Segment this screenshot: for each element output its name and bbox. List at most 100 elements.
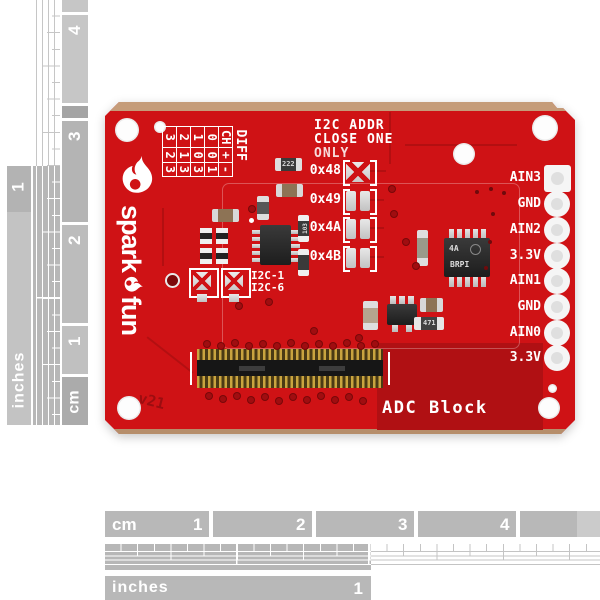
via [355, 334, 363, 342]
via [331, 396, 339, 404]
vertical-resistor-103: 103 [298, 215, 309, 242]
vertical-capacitor [417, 230, 428, 266]
pin-label-ain1: AIN1 [509, 273, 541, 288]
brand-text-end: fun [116, 296, 147, 336]
diff-cell: 3 [162, 162, 177, 177]
header-pad-square [544, 165, 571, 192]
via-dot [488, 240, 492, 244]
via [235, 302, 243, 310]
addr-jumper-0x4A-pad [360, 219, 370, 239]
bottom-ruler-cm3-block: 3 [316, 511, 414, 537]
bottom-ruler-inch-label-1: 1 [353, 579, 363, 598]
addr-jumper-0x49-pad [360, 191, 370, 211]
header-pad [544, 345, 570, 371]
ic-lead [408, 296, 414, 305]
trace [370, 227, 384, 229]
ic-lead [252, 237, 261, 241]
trace [370, 256, 384, 258]
addr-jumper-0x4B-pad [346, 248, 356, 268]
resistor-222: 222 [275, 158, 302, 171]
left-ruler-cm-unit-block [62, 377, 88, 425]
fiducial-hole [548, 384, 557, 393]
ground-pour-region [377, 343, 543, 430]
bottom-ruler-cm5-partial [520, 511, 577, 537]
left-ruler-inches-unit: inches [10, 351, 27, 409]
ic-lead [252, 230, 261, 234]
via [205, 392, 213, 400]
connector-pins-bottom [197, 376, 383, 388]
bottom-ruler-cm-label-3: 3 [398, 515, 408, 534]
diff-cell: 3 [176, 162, 191, 177]
board-top-edge [105, 102, 575, 111]
via [231, 339, 239, 347]
addr-jumper-label-0x49: 0x49 [309, 192, 341, 207]
via [357, 342, 365, 350]
mounting-hole [117, 396, 141, 420]
via [219, 395, 227, 403]
ic-lead [481, 229, 486, 240]
jumper-bracket [343, 160, 350, 186]
via [273, 342, 281, 350]
connector-body [197, 360, 383, 377]
small-component [216, 248, 228, 264]
adc-ic-marking-line1: 4A [449, 244, 459, 253]
sparkfun-flame-icon [117, 152, 157, 196]
diff-table: DIFF CH + - 0 0 1 1 0 [151, 126, 248, 212]
left-ruler-cm-label-4: 4 [65, 25, 84, 35]
addr-jumper-0x4A-pad [346, 219, 356, 239]
left-ruler-cm4-block [62, 15, 88, 103]
ic-lead [291, 258, 300, 262]
via [261, 393, 269, 401]
ic-lead [449, 276, 454, 287]
small-component [216, 228, 228, 244]
ic-chip-adc: 4A BRPI [444, 238, 490, 277]
brand-text-start: spark [116, 204, 147, 273]
via [388, 185, 396, 193]
addr-jumper-0x49-pad [346, 191, 356, 211]
via-dot [489, 187, 493, 191]
resistor-471: 471 [414, 317, 444, 330]
connector-bracket-right [388, 352, 390, 385]
header-pad [544, 268, 570, 294]
diff-cell: 1 [204, 162, 219, 177]
ic-left-pin1-dot [249, 218, 254, 223]
bottom-ruler-grad-light [371, 544, 600, 570]
ti-logo-mark [470, 244, 481, 255]
capacitor [276, 184, 303, 197]
ic-lead [291, 244, 300, 248]
bottom-ruler-cm-label-4: 4 [500, 515, 510, 534]
i2c-addr-note-line1: I2C ADDR [314, 118, 385, 133]
ic-lead [457, 276, 462, 287]
trace [162, 208, 164, 266]
bottom-ruler-inches-block: inches 1 [105, 576, 371, 600]
fiducial-hole [154, 121, 166, 133]
left-ruler-cm-label-2: 2 [65, 235, 84, 245]
left-ruler-cm-unit: cm [66, 390, 83, 414]
ic-lead [392, 324, 398, 332]
bottom-ruler-cm1-block: cm 1 [105, 511, 209, 537]
pin-label-gnd1: GND [517, 196, 541, 211]
bottom-ruler-cm-label-1: 1 [193, 515, 203, 534]
via [259, 340, 267, 348]
adc-ic-marking-line2: BRPI [450, 260, 470, 269]
via [301, 342, 309, 350]
bottom-ruler-inches-unit: inches [112, 579, 169, 596]
jumper-bracket [343, 189, 350, 215]
jumper-bracket [370, 189, 377, 215]
ic-lead [291, 237, 300, 241]
via [329, 342, 337, 350]
via [343, 339, 351, 347]
left-ruler-cm3-block [62, 121, 88, 222]
pcb-surface: spark fun DIFF CH + - [105, 102, 575, 434]
via [315, 340, 323, 348]
connector-bracket-left [190, 352, 192, 385]
ic-lead [473, 276, 478, 287]
board-bottom-edge [105, 429, 575, 434]
trace [370, 170, 386, 172]
via-dot [502, 191, 506, 195]
pcb-board: spark fun DIFF CH + - [105, 102, 575, 434]
ic-lead [399, 296, 405, 305]
i2c-jumper-label-6: I2C-6 [251, 281, 285, 294]
small-component [200, 248, 212, 264]
pin-label-gnd2: GND [517, 299, 541, 314]
